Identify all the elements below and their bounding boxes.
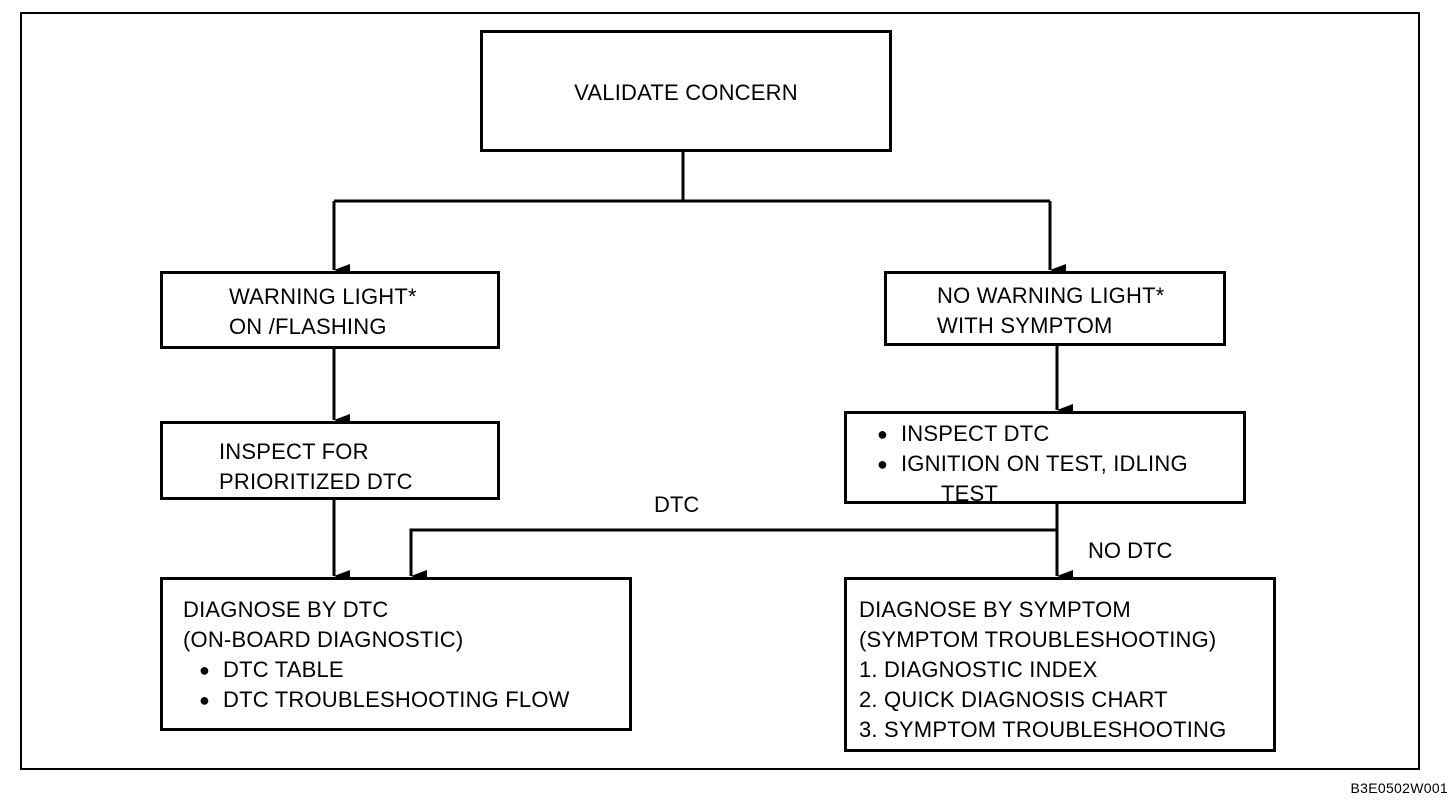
diagnose-symptom-line: DIAGNOSE BY SYMPTOM xyxy=(859,597,1131,622)
inspect-dtc-item: ● INSPECT DTC xyxy=(877,419,1243,449)
warning-light-box: WARNING LIGHT* ON /FLASHING xyxy=(160,271,500,349)
inspect-dtc-item: ● IGNITION ON TEST, IDLING xyxy=(877,449,1243,479)
arrow-dtc-path xyxy=(409,528,1057,582)
warning-light-line-1: WARNING LIGHT* xyxy=(229,284,417,309)
inspect-prioritized-dtc-box: INSPECT FOR PRIORITIZED DTC xyxy=(160,421,500,500)
diagnose-dtc-item: ● DTC TROUBLESHOOTING FLOW xyxy=(183,685,629,715)
diagnose-symptom-line: 3. SYMPTOM TROUBLESHOOTING xyxy=(859,717,1227,742)
bullet-icon: ● xyxy=(199,660,211,680)
diagnose-dtc-item-text: DTC TABLE xyxy=(223,657,344,682)
diagnose-symptom-line: 2. QUICK DIAGNOSIS CHART xyxy=(859,687,1168,712)
no-warning-light-line-2: WITH SYMPTOM xyxy=(937,313,1113,338)
diagram-frame xyxy=(20,12,1420,770)
diagnose-by-symptom-box: DIAGNOSE BY SYMPTOM (SYMPTOM TROUBLESHOO… xyxy=(844,577,1276,752)
inspect-dtc-item-text: IGNITION ON TEST, IDLING xyxy=(901,451,1188,476)
diagnose-symptom-line: (SYMPTOM TROUBLESHOOTING) xyxy=(859,627,1217,652)
bullet-icon: ● xyxy=(877,454,889,474)
diagnose-dtc-subtitle: (ON-BOARD DIAGNOSTIC) xyxy=(183,627,464,652)
no-warning-light-box: NO WARNING LIGHT* WITH SYMPTOM xyxy=(884,271,1226,346)
bullet-icon: ● xyxy=(199,690,211,710)
bullet-icon: ● xyxy=(877,424,889,444)
inspect-prioritized-line-1: INSPECT FOR xyxy=(219,439,369,464)
inspect-dtc-box: ● INSPECT DTC ● IGNITION ON TEST, IDLING T… xyxy=(844,411,1246,506)
diagnose-dtc-item-text: DTC TROUBLESHOOTING FLOW xyxy=(223,687,570,712)
validate-concern-box: VALIDATE CONCERN xyxy=(480,30,892,152)
diagnose-symptom-line: 1. DIAGNOSTIC INDEX xyxy=(859,657,1098,682)
inspect-dtc-item-text: INSPECT DTC xyxy=(901,421,1050,446)
diagnose-dtc-item: ● DTC TABLE xyxy=(183,655,629,685)
no-warning-light-line-1: NO WARNING LIGHT* xyxy=(937,283,1165,308)
diagnose-by-dtc-box: DIAGNOSE BY DTC (ON-BOARD DIAGNOSTIC) ● D… xyxy=(160,577,632,731)
figure-code: B3E0502W001 xyxy=(1350,780,1448,796)
edge-label-no-dtc: NO DTC xyxy=(1088,538,1173,563)
diagnose-dtc-title: DIAGNOSE BY DTC xyxy=(183,597,389,622)
inspect-dtc-item-continuation: TEST xyxy=(941,481,999,506)
edge-label-dtc: DTC xyxy=(654,492,700,517)
validate-concern-text: VALIDATE CONCERN xyxy=(574,80,798,105)
warning-light-line-2: ON /FLASHING xyxy=(229,314,387,339)
inspect-prioritized-line-2: PRIORITIZED DTC xyxy=(219,469,413,494)
